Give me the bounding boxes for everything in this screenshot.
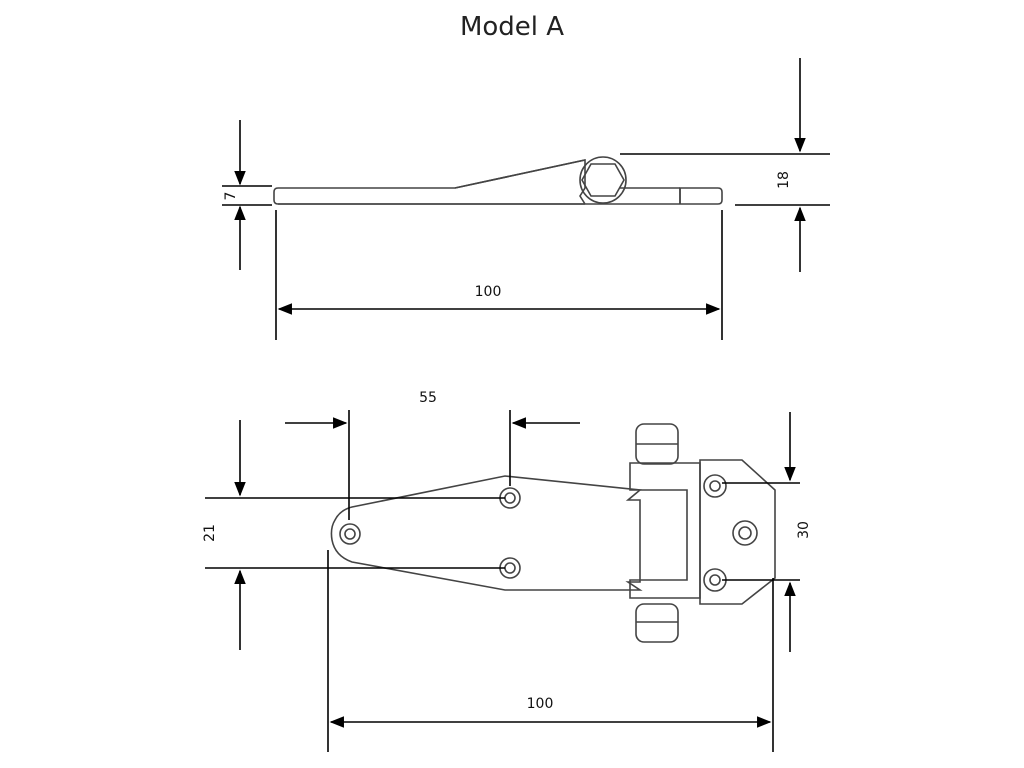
plate-hole-icon: [703, 474, 727, 498]
side-hex-nut-icon: [581, 163, 625, 197]
side-leaf-outline: [273, 159, 723, 205]
side-view: 7 18 100: [222, 58, 830, 340]
dim-top-length-label: 100: [527, 696, 554, 712]
drawing-title: Model A: [459, 12, 565, 42]
side-knuckle: [579, 156, 627, 204]
dim-hole-spacing-label: 55: [419, 390, 437, 406]
plate-hole-icon: [732, 520, 758, 546]
dim-thickness-label: 7: [223, 192, 239, 201]
dim-hole-offset-label: 21: [202, 524, 218, 542]
dim-side-length-label: 100: [475, 284, 502, 300]
top-leaf-outline: [330, 475, 643, 591]
dim-height-label: 18: [776, 171, 792, 189]
bottom-knuckle: [635, 603, 679, 643]
top-view: 55 21 30 100: [202, 390, 812, 752]
mounting-plate: [699, 459, 776, 605]
dim-plate-hole-spacing-label: 30: [796, 521, 812, 539]
leaf-hole-icon: [339, 523, 361, 545]
